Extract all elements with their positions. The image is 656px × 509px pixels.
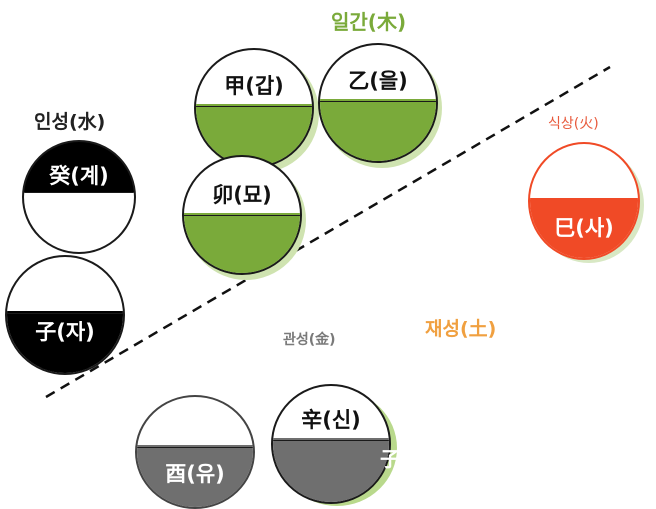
gye-divider <box>24 192 134 193</box>
eul-fill <box>320 99 436 161</box>
ilgan-label: 일간(木) <box>331 10 407 34</box>
ja-fill <box>7 311 123 373</box>
ja-divider <box>7 313 123 314</box>
gye-circle: 癸(계) <box>22 140 136 254</box>
myo-fill <box>184 213 300 273</box>
sa-label: 巳(사) <box>554 216 614 240</box>
sa-divider <box>530 200 638 201</box>
myo-divider <box>184 215 300 216</box>
sin-circle: 辛(신) <box>271 384 391 504</box>
gap-divider <box>196 106 312 107</box>
gap-circle: 甲(갑) <box>194 48 314 168</box>
gap-label: 甲(갑) <box>224 74 284 98</box>
inseong-label: 인성(水) <box>34 111 106 133</box>
sin-label: 辛(신) <box>301 408 361 432</box>
jaeseong-label: 재성(土) <box>425 318 497 340</box>
eul-circle: 乙(을) <box>318 43 438 163</box>
gye-fill <box>24 192 134 252</box>
yu-label: 酉(유) <box>165 462 225 486</box>
ja-circle: 子(자) <box>5 255 125 375</box>
ja-label: 子(자) <box>35 320 95 344</box>
sa-circle: 巳(사) <box>528 142 640 260</box>
myo-label: 卯(묘) <box>212 183 272 207</box>
overflow-ja-char: 子 <box>380 447 400 471</box>
eul-label: 乙(을) <box>348 69 408 93</box>
yu-divider <box>137 447 253 448</box>
yu-fill <box>137 445 253 507</box>
sa-fill <box>530 198 638 258</box>
eul-divider <box>320 101 436 102</box>
yu-circle: 酉(유) <box>135 395 255 509</box>
myo-circle: 卯(묘) <box>182 155 302 275</box>
sin-fill <box>273 438 389 502</box>
siksang-label: 식상(火) <box>548 116 599 132</box>
gye-label: 癸(계) <box>49 164 109 188</box>
sin-divider <box>273 440 389 441</box>
gwanseong-label: 관성(金) <box>283 332 336 348</box>
